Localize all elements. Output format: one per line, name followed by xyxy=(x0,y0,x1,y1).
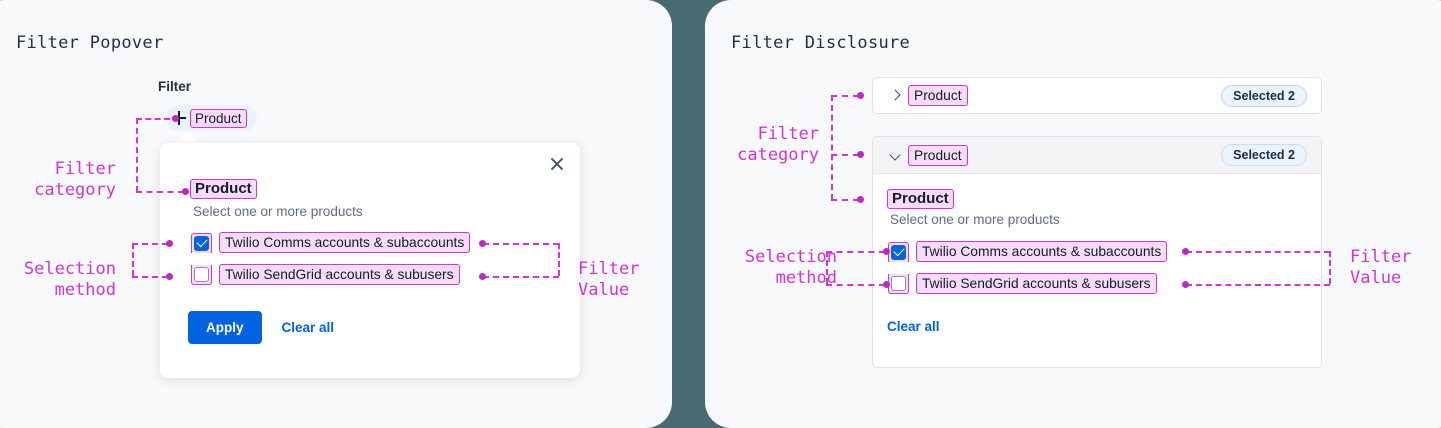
annotation-dot xyxy=(479,239,486,247)
annotation-line xyxy=(558,243,560,276)
filter-chip-product[interactable]: Product xyxy=(166,105,257,131)
annotation-line xyxy=(826,284,885,286)
annotation-line xyxy=(831,95,833,200)
annotation-dot xyxy=(857,91,864,99)
popover-group-title: Product xyxy=(190,179,257,199)
annotation-line xyxy=(483,276,559,278)
annotation-dot xyxy=(857,150,864,158)
disclosure-row-collapsed[interactable]: Product Selected 2 xyxy=(872,77,1322,114)
check-icon xyxy=(195,235,208,248)
checkbox-unchecked[interactable] xyxy=(891,275,906,291)
apply-button[interactable]: Apply xyxy=(188,311,262,344)
annotation-dot xyxy=(883,280,890,288)
annotation-line xyxy=(136,118,170,120)
filter-popover-panel: Filter Popover Filter Product Product Se… xyxy=(0,0,672,428)
annotation-filter-value: Filter Value xyxy=(1350,247,1412,288)
page-title-right: Filter Disclosure xyxy=(731,33,911,53)
annotation-line xyxy=(132,243,168,245)
check-icon xyxy=(892,244,905,257)
checkbox-highlight xyxy=(888,273,909,294)
annotation-line xyxy=(831,199,859,201)
checkbox-checked[interactable] xyxy=(891,244,906,260)
checkbox-highlight xyxy=(888,241,909,262)
disclosure-header[interactable]: Product Selected 2 xyxy=(873,78,1321,113)
clear-all-link[interactable]: Clear all xyxy=(887,319,940,334)
checkbox-highlight xyxy=(191,264,212,285)
annotation-line xyxy=(826,251,885,253)
annotation-dot xyxy=(1182,247,1189,255)
annotation-line xyxy=(132,243,134,276)
checkbox-unchecked[interactable] xyxy=(194,266,209,282)
disclosure-row-expanded: Product Selected 2 Product Select one or… xyxy=(872,136,1322,368)
annotation-dot xyxy=(1182,280,1189,288)
annotation-dot xyxy=(857,195,864,203)
filter-field-label: Filter xyxy=(158,79,192,94)
option-label: Twilio Comms accounts & subaccounts xyxy=(916,241,1168,262)
annotation-line xyxy=(831,154,859,156)
annotation-line xyxy=(1186,251,1330,253)
option-row-twilio-comms[interactable]: Twilio Comms accounts & subaccounts xyxy=(888,241,1168,262)
annotation-selection-method: Selection method xyxy=(23,259,116,300)
annotation-dot xyxy=(172,114,179,122)
disclosure-group-subtitle: Select one or more products xyxy=(890,212,1060,227)
close-icon[interactable] xyxy=(546,153,568,175)
disclosure-header-left: Product xyxy=(889,144,968,166)
disclosure-header[interactable]: Product Selected 2 xyxy=(873,137,1321,174)
filter-disclosure-panel: Filter Disclosure Product Selected 2 Pro… xyxy=(705,0,1441,428)
filter-popover-card: Product Select one or more products Twil… xyxy=(160,143,580,378)
annotation-dot xyxy=(166,272,173,280)
status-badge: Selected 2 xyxy=(1221,144,1307,166)
annotation-filter-category: Filter category xyxy=(737,124,819,165)
annotation-line xyxy=(136,191,184,193)
annotation-line xyxy=(132,276,168,278)
annotation-line xyxy=(1186,284,1330,286)
option-row-twilio-comms[interactable]: Twilio Comms accounts & subaccounts xyxy=(191,232,471,253)
disclosure-group-title: Product xyxy=(887,189,954,209)
disclosure-label: Product xyxy=(908,85,968,106)
annotation-selection-method: Selection method xyxy=(744,247,837,288)
plus-icon xyxy=(172,111,186,125)
chevron-right-icon[interactable] xyxy=(889,90,900,101)
annotation-filter-value: Filter Value xyxy=(578,259,640,300)
option-label: Twilio SendGrid accounts & subusers xyxy=(219,264,460,285)
annotation-line xyxy=(483,243,559,245)
option-row-twilio-sendgrid[interactable]: Twilio SendGrid accounts & subusers xyxy=(888,273,1157,294)
annotation-line xyxy=(136,118,138,192)
annotation-line xyxy=(826,251,828,284)
annotation-dot xyxy=(479,272,486,280)
status-badge: Selected 2 xyxy=(1221,84,1307,107)
popover-group-subtitle: Select one or more products xyxy=(193,204,363,219)
annotation-line xyxy=(831,95,859,97)
annotation-dot xyxy=(182,187,189,195)
page-title-left: Filter Popover xyxy=(16,33,164,53)
filter-chip-label: Product xyxy=(190,108,247,128)
disclosure-header-left: Product xyxy=(889,85,968,106)
clear-all-link[interactable]: Clear all xyxy=(281,320,335,335)
option-label: Twilio Comms accounts & subaccounts xyxy=(219,232,471,253)
annotation-dot xyxy=(883,247,890,255)
annotation-dot xyxy=(166,239,173,247)
checkbox-highlight xyxy=(191,232,212,253)
option-row-twilio-sendgrid[interactable]: Twilio SendGrid accounts & subusers xyxy=(191,264,460,285)
annotation-line xyxy=(1329,251,1331,284)
annotation-filter-category: Filter category xyxy=(34,159,116,200)
option-label: Twilio SendGrid accounts & subusers xyxy=(916,273,1157,294)
chevron-down-icon[interactable] xyxy=(889,150,900,161)
disclosure-label: Product xyxy=(908,144,968,166)
checkbox-checked[interactable] xyxy=(194,235,209,251)
